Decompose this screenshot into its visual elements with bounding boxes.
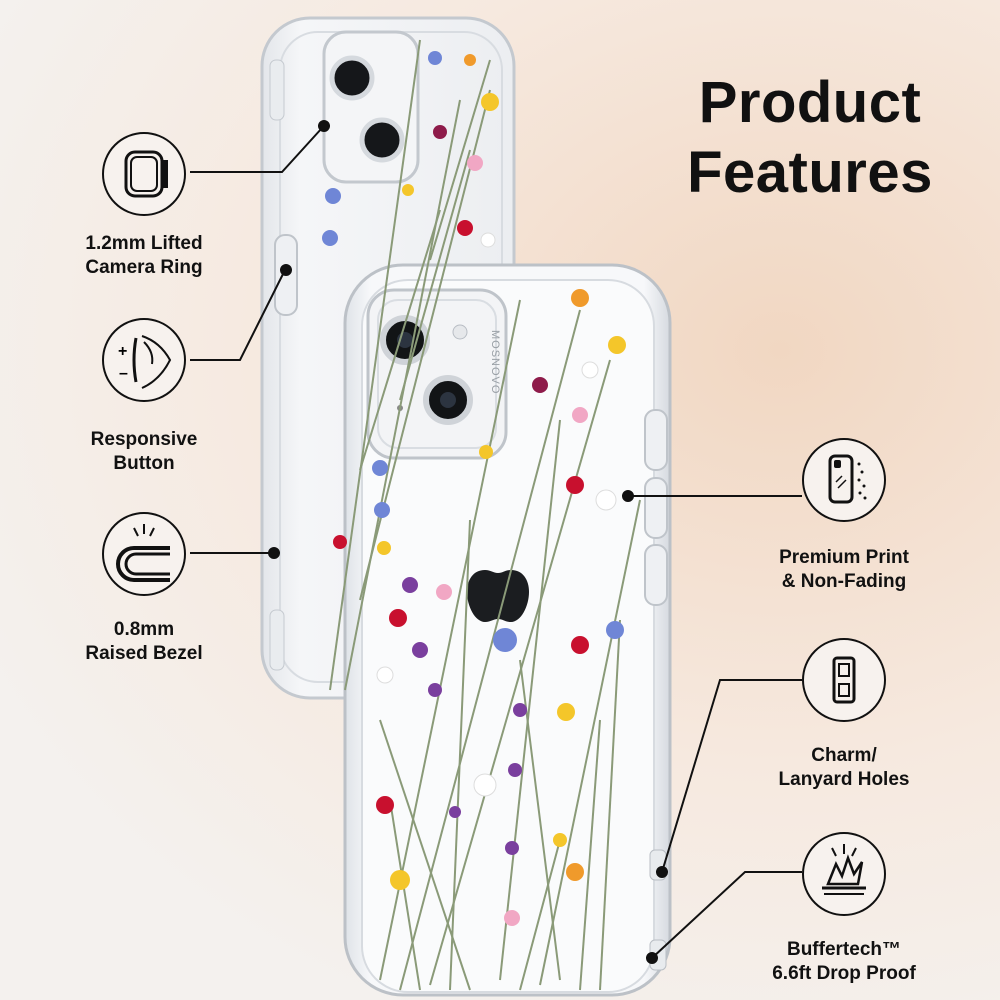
page-title: Product Features xyxy=(640,68,980,208)
button-icon: +– xyxy=(102,318,186,402)
feature-lanyard: Charm/ Lanyard Holes xyxy=(744,744,944,792)
feature-print-line1: Premium Print xyxy=(779,547,909,568)
flowers xyxy=(322,51,626,926)
feature-print: Premium Print & Non-Fading xyxy=(744,546,944,594)
feature-button: Responsive Button xyxy=(44,428,244,476)
drop-proof-icon xyxy=(802,832,886,916)
feature-bezel-line1: 0.8mm xyxy=(113,619,175,640)
callout-lines xyxy=(190,120,802,964)
bezel-icon xyxy=(102,512,186,596)
feature-button-line1: Responsive xyxy=(90,429,198,450)
svg-text:+: + xyxy=(118,343,127,360)
title-line-1: Product xyxy=(698,70,922,135)
feature-drop-proof-line2: 6.6ft Drop Proof xyxy=(772,963,916,984)
feature-camera-ring-line2: Camera Ring xyxy=(85,257,203,278)
title-line-2: Features xyxy=(687,140,933,205)
svg-text:–: – xyxy=(119,365,128,382)
feature-lanyard-line2: Lanyard Holes xyxy=(778,769,910,790)
feature-lanyard-line1: Charm/ xyxy=(811,745,877,766)
feature-bezel-line2: Raised Bezel xyxy=(85,643,203,664)
print-icon xyxy=(802,438,886,522)
feature-drop-proof: Buffertech™ 6.6ft Drop Proof xyxy=(744,938,944,986)
feature-drop-proof-line1: Buffertech™ xyxy=(786,939,901,960)
camera-ring-icon xyxy=(102,132,186,216)
feature-camera-ring: 1.2mm Lifted Camera Ring xyxy=(44,232,244,280)
brand-text: MOSNOVO xyxy=(489,330,501,394)
lanyard-holes-icon xyxy=(802,638,886,722)
feature-print-line2: & Non-Fading xyxy=(781,571,907,592)
feature-camera-ring-line1: 1.2mm Lifted xyxy=(85,233,203,254)
feature-bezel: 0.8mm Raised Bezel xyxy=(44,618,244,666)
feature-button-line2: Button xyxy=(113,453,175,474)
